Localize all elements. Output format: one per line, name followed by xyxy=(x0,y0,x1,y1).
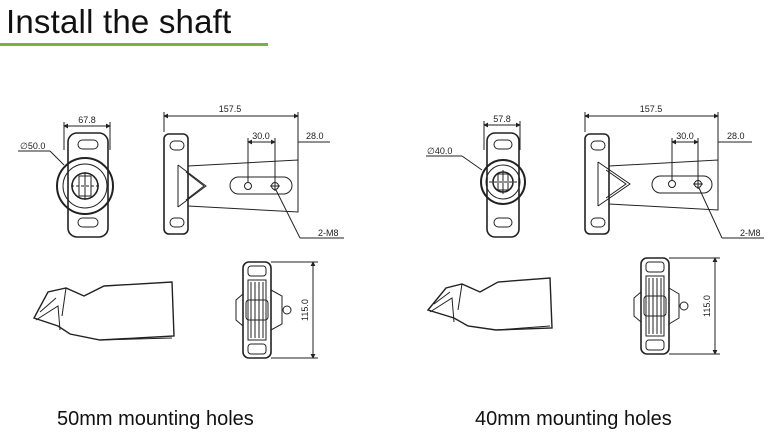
front-view-plate-40 xyxy=(480,132,526,238)
caption-50mm: 50mm mounting holes xyxy=(57,408,254,430)
top-view-arm-40 xyxy=(584,133,719,235)
screw-callout-40: 2-M8 xyxy=(740,228,761,238)
hole-spacing-dimension-40: 30.0 xyxy=(676,131,694,141)
hole-offset-dimension-40: 28.0 xyxy=(727,131,745,141)
hole-spacing-dimension: 30.0 xyxy=(252,131,270,141)
variant-40mm xyxy=(426,112,764,355)
variant-50mm xyxy=(18,112,344,359)
hole-diameter-dimension-40: ∅40.0 xyxy=(427,146,452,156)
back-view-plate-40 xyxy=(633,257,689,355)
plate-width-dimension: 67.8 xyxy=(78,115,96,125)
front-view-plate xyxy=(56,132,114,238)
arm-length-dimension: 157.5 xyxy=(219,104,242,114)
hole-offset-dimension: 28.0 xyxy=(306,131,324,141)
height-dimension: 115.0 xyxy=(300,299,310,321)
height-dimension-40: 115.0 xyxy=(702,295,712,317)
hole-diameter-dimension: ∅50.0 xyxy=(20,141,45,151)
back-view-plate xyxy=(235,261,292,359)
side-view-arm-40 xyxy=(426,277,553,331)
plate-width-dimension-40: 57.8 xyxy=(493,114,511,124)
page-title: Install the shaft xyxy=(6,3,232,40)
caption-40mm: 40mm mounting holes xyxy=(475,408,672,430)
title-underline xyxy=(0,43,268,46)
top-view-arm xyxy=(163,133,299,235)
screw-callout: 2-M8 xyxy=(318,228,339,238)
side-view-arm xyxy=(32,281,175,341)
arm-length-dimension-40: 157.5 xyxy=(640,104,663,114)
